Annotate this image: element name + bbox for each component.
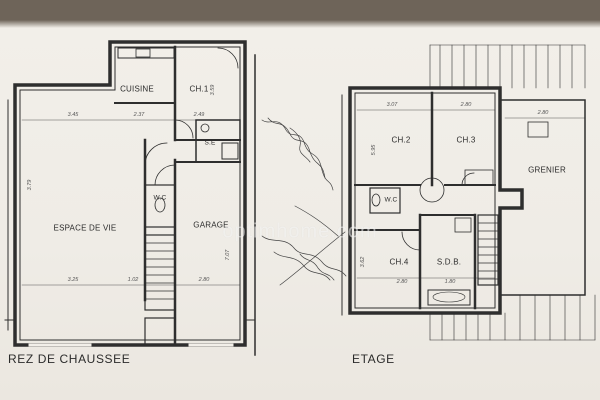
ground-dim-7: 1.02 [127, 277, 139, 283]
ground-stairs [144, 234, 176, 311]
upper-dim-7: 5.95 [371, 144, 377, 156]
label-ch4: CH.4 [389, 257, 409, 267]
label-garage: GARAGE [193, 220, 229, 230]
upper-wc [369, 187, 401, 214]
pencil-scribbles [261, 117, 347, 286]
caption-etage: ETAGE [352, 352, 395, 366]
ground-dim-9: 7.07 [225, 249, 231, 261]
upper-wc-toilet [371, 193, 381, 207]
ground-floor-plan [4, 40, 256, 356]
kitchen-sink [135, 48, 151, 58]
roof-hatching-top [429, 44, 586, 89]
label-se: S.E [204, 139, 216, 147]
upper-dim-5: 2.80 [396, 279, 408, 285]
ch4-door-swing [401, 231, 421, 251]
ch1-door-swing [174, 119, 194, 139]
label-upper-wc: W.C [384, 196, 398, 204]
label-ch1: CH.1 [189, 84, 209, 94]
label-ch3: CH.3 [456, 135, 476, 145]
upper-outer-walls-inner [354, 92, 496, 309]
watermark-logo: optimhome.com [222, 220, 378, 243]
ground-dim-8: 2.80 [198, 277, 210, 283]
ground-wc [144, 184, 176, 228]
upper-dim-3: 2.80 [537, 110, 549, 116]
ground-dim-1: 3.45 [67, 112, 79, 118]
roof-hatching-bottom [429, 294, 596, 341]
upper-floor-plan [341, 44, 596, 341]
ground-outer-walls-inner [19, 46, 241, 341]
ground-dim-6: 3.25 [67, 277, 79, 283]
ground-wc-toilet [154, 197, 166, 213]
small-annex [144, 317, 176, 346]
label-grenier: GRENIER [528, 165, 566, 175]
label-sdb: S.D.B. [436, 257, 462, 267]
upper-closet [464, 169, 494, 186]
upper-hall-door [419, 177, 445, 203]
ground-outer-walls [13, 40, 247, 347]
shower-tray [221, 142, 239, 160]
ground-dim-5: 3.79 [27, 179, 33, 191]
label-espace-de-vie: ESPACE DE VIE [53, 223, 117, 233]
bathtub-inner [432, 291, 466, 303]
hall-door-swing-2 [154, 164, 176, 186]
ground-dim-3: 2.49 [193, 112, 205, 118]
kitchen-counter [117, 47, 175, 59]
ground-dim-4: 3.59 [210, 84, 216, 96]
grenier-skylight [527, 121, 549, 138]
sdb-washbasin [454, 217, 472, 233]
upper-outer-walls [348, 86, 524, 315]
entry-door-swing [217, 47, 239, 69]
bathtub [427, 289, 471, 306]
ch3-door-swing [461, 172, 475, 186]
upper-dim-4: 3.62 [360, 256, 366, 268]
grenier-outline [499, 99, 586, 296]
upper-dim-1: 3.07 [386, 102, 398, 108]
label-ch2: CH.2 [391, 135, 411, 145]
label-cuisine: CUISINE [120, 84, 154, 94]
upper-dim-2: 2.80 [460, 102, 472, 108]
ground-dim-2: 2.37 [133, 112, 145, 118]
caption-rez-de-chaussee: REZ DE CHAUSSEE [8, 352, 131, 366]
hall-door-swing [144, 142, 168, 166]
upper-stairs [477, 214, 499, 286]
se-washbasin [200, 123, 210, 133]
upper-dim-6: 1.80 [444, 279, 456, 285]
label-ground-wc: W.C [153, 194, 167, 202]
